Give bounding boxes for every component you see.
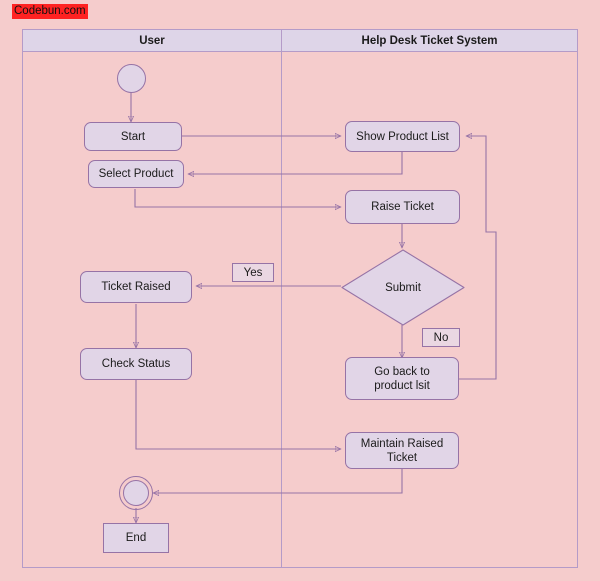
final-node-ring [119,476,153,510]
node-go-back-label: Go back to product lsit [374,365,430,392]
node-select-product[interactable]: Select Product [88,160,184,188]
node-maintain-raised-ticket-label: Maintain Raised Ticket [360,437,444,464]
decision-diamond-shape [341,249,465,326]
node-check-status-label: Check Status [101,358,171,370]
watermark-codebun: Codebun.com [12,4,88,19]
node-end-label: End [125,532,147,544]
node-start-label: Start [120,130,146,143]
edge-label-yes-text: Yes [243,266,263,279]
node-start[interactable]: Start [84,122,182,151]
node-maintain-raised-ticket[interactable]: Maintain Raised Ticket [345,432,459,469]
node-select-product-label: Select Product [98,168,174,180]
lane-header-user: User [22,29,282,52]
node-submit-decision[interactable]: Submit [341,249,465,326]
node-check-status[interactable]: Check Status [80,348,192,380]
node-ticket-raised[interactable]: Ticket Raised [80,271,192,303]
lane-divider [281,52,283,568]
node-go-back-to-product-list[interactable]: Go back to product lsit [345,357,459,400]
node-end[interactable]: End [103,523,169,553]
node-submit-label: Submit [385,281,421,294]
edge-label-yes: Yes [232,263,274,282]
node-raise-ticket-label: Raise Ticket [371,201,434,213]
edge-label-no-text: No [433,331,449,344]
node-show-product-list-label: Show Product List [356,130,449,143]
lane-header-help-desk-ticket-system: Help Desk Ticket System [281,29,578,52]
edge-label-no: No [422,328,460,347]
node-raise-ticket[interactable]: Raise Ticket [345,190,460,224]
node-show-product-list[interactable]: Show Product List [345,121,460,152]
initial-node[interactable] [117,64,146,93]
node-ticket-raised-label: Ticket Raised [101,281,171,293]
